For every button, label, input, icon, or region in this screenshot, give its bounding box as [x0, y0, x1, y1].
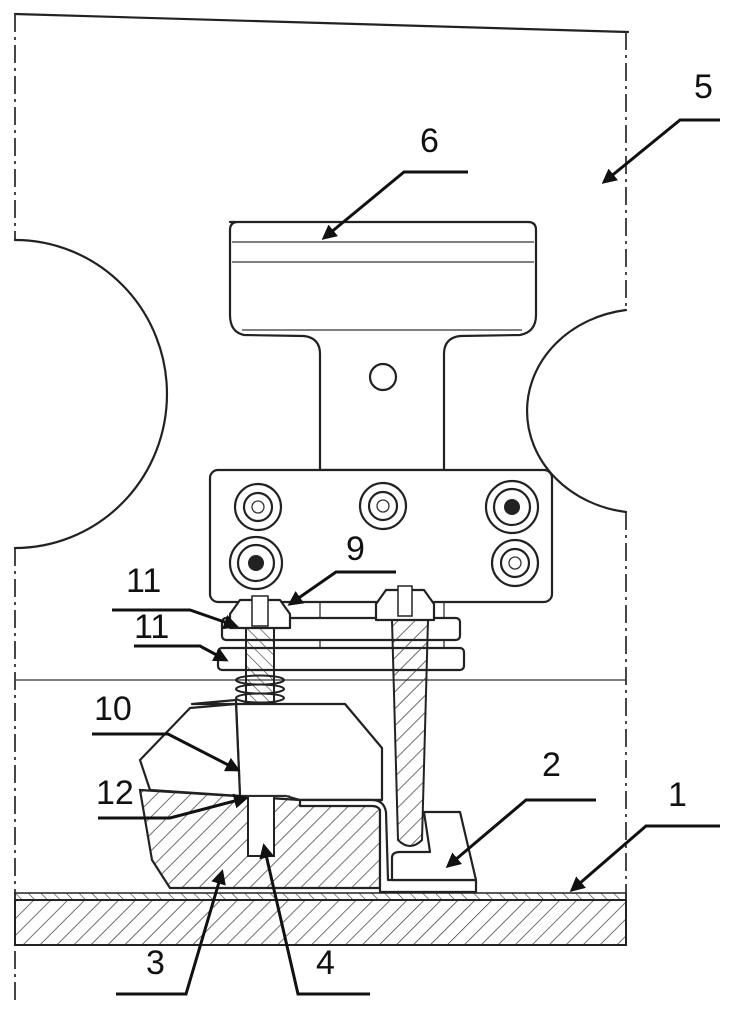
label-9: 9	[346, 530, 365, 568]
label-4: 4	[316, 944, 335, 982]
label-3: 3	[146, 944, 165, 982]
label-6: 6	[420, 122, 439, 160]
bolt-heads	[228, 479, 540, 591]
bolt-head	[490, 538, 540, 588]
part-labels: 5 6 9 11 11 10 12 2 1 3 4	[94, 68, 713, 982]
bolt-head	[484, 479, 540, 535]
label-5: 5	[694, 68, 713, 106]
mounting-bracket	[228, 220, 538, 472]
anchor-screw	[374, 585, 436, 847]
label-1: 1	[668, 776, 687, 814]
label-11-upper: 11	[126, 562, 161, 600]
label-10: 10	[94, 690, 132, 728]
bolt-head	[358, 481, 408, 531]
clamp-block	[138, 698, 384, 890]
label-12: 12	[96, 774, 134, 812]
bolt-head	[228, 535, 284, 591]
leader-lines	[92, 118, 720, 996]
label-11-lower: 11	[134, 608, 169, 646]
bolt-head	[233, 482, 283, 532]
base-plate	[14, 892, 627, 946]
label-2: 2	[542, 746, 561, 784]
body-outline	[13, 12, 630, 1000]
